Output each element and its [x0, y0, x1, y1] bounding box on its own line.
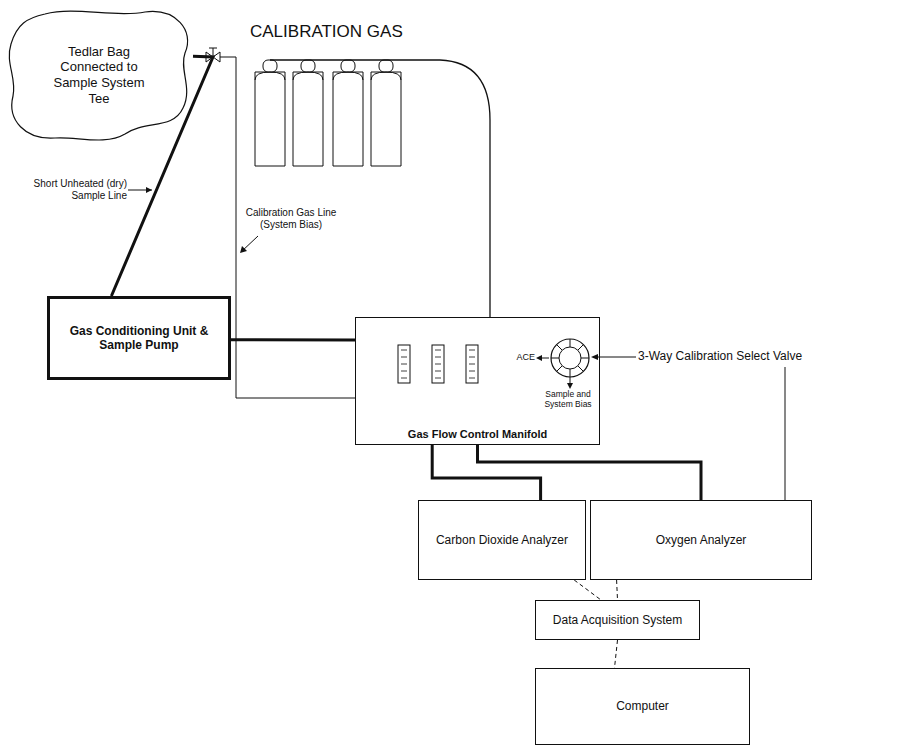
sample-line [231, 338, 355, 341]
node-text: Data Acquisition System [553, 613, 682, 627]
node-text: Tedlar Bag Connected to Sample System Te… [44, 44, 154, 106]
signal-line [616, 580, 618, 600]
sample-line [478, 445, 702, 500]
callout-label: 3-Way Calibration Select Valve [638, 350, 838, 364]
port-label: Sample and System Bias [536, 390, 600, 410]
heading-label: CALIBRATION GAS [250, 22, 450, 42]
port-label: ACE [505, 352, 535, 362]
node-text: Computer [616, 699, 669, 713]
tedlar-bag: Tedlar Bag Connected to Sample System Te… [5, 8, 193, 142]
node-text: Carbon Dioxide Analyzer [436, 533, 568, 547]
computer-box: Computer [535, 668, 750, 745]
flow-manifold: Gas Flow Control Manifold [355, 317, 600, 445]
analyzer-box: Oxygen Analyzer [590, 500, 812, 580]
conditioning-unit: Gas Conditioning Unit & Sample Pump [47, 296, 231, 380]
node-text: Oxygen Analyzer [656, 533, 747, 547]
sample-line [432, 445, 540, 500]
line-label: Calibration Gas Line (System Bias) [226, 207, 356, 230]
daq-box: Data Acquisition System [535, 600, 700, 640]
signal-line [574, 580, 601, 600]
node-text: Gas Conditioning Unit & Sample Pump [50, 324, 228, 353]
node-text: Gas Flow Control Manifold [408, 428, 547, 441]
signal-line [615, 640, 618, 668]
analyzer-box: Carbon Dioxide Analyzer [418, 500, 586, 580]
line-label: Short Unheated (dry) Sample Line [25, 178, 127, 201]
